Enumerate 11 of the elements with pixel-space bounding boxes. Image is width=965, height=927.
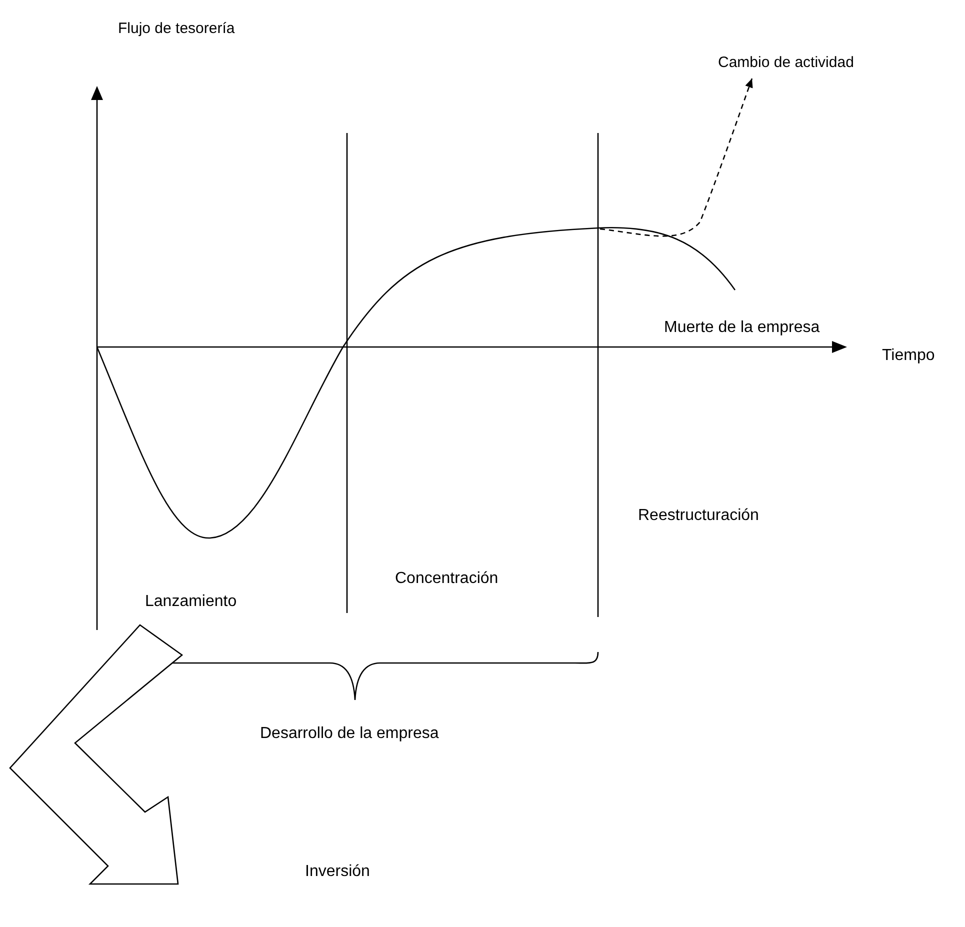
axis-label: Flujo de tesorería [118,19,235,39]
axis-label: Muerte de la empresa [664,318,820,338]
node-label: Lanzamiento [145,592,237,612]
node-label: Inversión [305,862,370,882]
axis-label: Desarrollo de la empresa [260,724,439,744]
hollow-bent-arrow [9,624,184,885]
axis-label: Reestructuración [638,506,759,526]
dashed-arrow [600,78,753,237]
node-label: Cambio de actividad [718,53,854,73]
axis-label: Tiempo [882,346,935,366]
axis-label: Concentración [395,569,498,589]
